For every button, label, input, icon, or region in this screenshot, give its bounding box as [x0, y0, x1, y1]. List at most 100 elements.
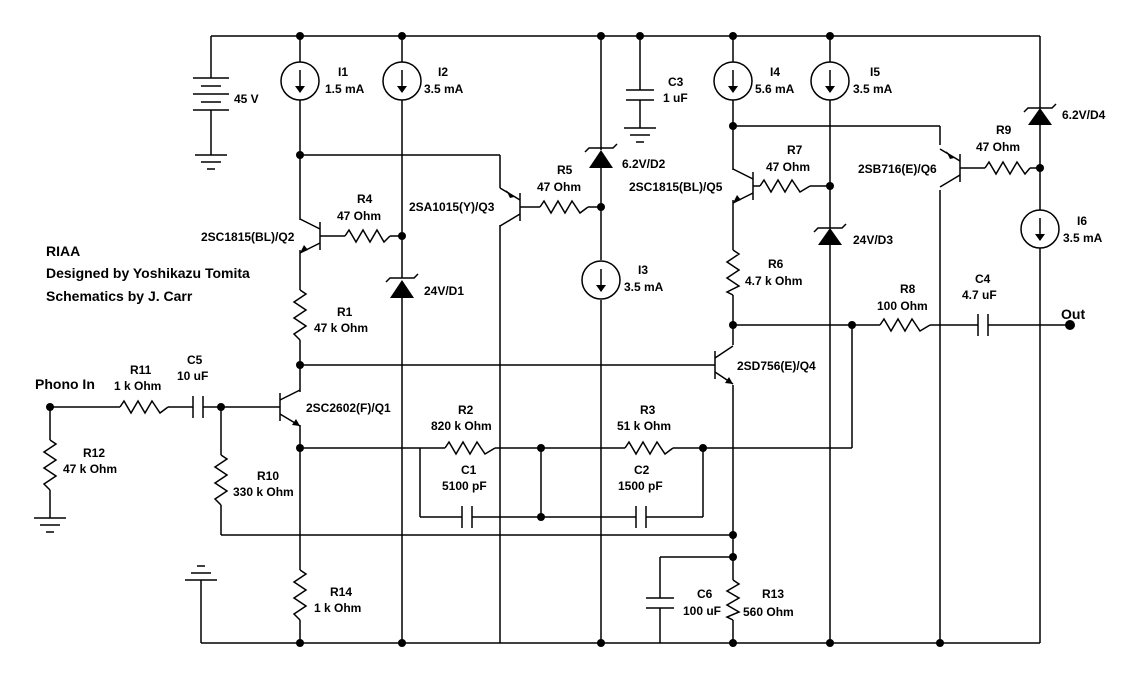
zener-d2: [584, 143, 618, 168]
battery-symbol: [193, 77, 229, 170]
resistor-r2: [444, 440, 496, 456]
r6-name: R6: [768, 257, 784, 271]
r10-name: R10: [257, 469, 279, 483]
r12-value: 47 k Ohm: [63, 462, 117, 476]
r11-value: 1 k Ohm: [114, 379, 161, 393]
d1-label: 24V/D1: [424, 284, 464, 298]
i1-value: 1.5 mA: [325, 82, 365, 96]
capacitor-c6: [646, 597, 674, 609]
transistor-q6: [939, 148, 961, 188]
phono-in-label: Phono In: [35, 376, 95, 392]
resistor-r5: [539, 199, 589, 215]
c3-name: C3: [668, 75, 684, 89]
i4-name: I4: [770, 65, 780, 79]
battery-label: 45 V: [234, 92, 259, 106]
zener-d4: [1023, 103, 1057, 125]
c5-name: C5: [187, 353, 203, 367]
r2-name: R2: [458, 403, 474, 417]
c6-name: C6: [697, 587, 713, 601]
resistor-r3: [624, 440, 674, 456]
transistor-q4: [714, 345, 734, 385]
r9-name: R9: [996, 123, 1012, 137]
capacitor-c5: [192, 396, 204, 418]
r13-name: R13: [762, 587, 784, 601]
title-line-1: RIAA: [46, 243, 80, 259]
resistor-r14: [292, 569, 308, 621]
r4-name: R4: [357, 192, 373, 206]
r9-value: 47 Ohm: [976, 140, 1020, 154]
c4-value: 4.7 uF: [962, 288, 997, 302]
ground-input: [34, 517, 66, 533]
r8-name: R8: [900, 282, 916, 296]
r14-name: R14: [330, 585, 352, 599]
zener-d1: [385, 273, 419, 298]
i6-name: I6: [1077, 214, 1087, 228]
resistor-r7: [759, 178, 811, 194]
i3-name: I3: [638, 263, 648, 277]
out-label: Out: [1061, 306, 1085, 322]
r13-value: 560 Ohm: [743, 605, 794, 619]
resistor-r4: [344, 228, 391, 244]
c1-name: C1: [461, 463, 477, 477]
r3-name: R3: [640, 403, 656, 417]
c3-value: 1 uF: [663, 91, 688, 105]
i4-value: 5.6 mA: [755, 82, 795, 96]
r3-value: 51 k Ohm: [617, 419, 671, 433]
title-line-3: Schematics by J. Carr: [46, 288, 193, 304]
i5-value: 3.5 mA: [853, 82, 893, 96]
i3-value: 3.5 mA: [624, 280, 664, 294]
r10-value: 330 k Ohm: [233, 485, 294, 499]
i5-name: I5: [870, 65, 880, 79]
resistor-r1: [292, 289, 308, 341]
r11-name: R11: [130, 363, 152, 377]
i2-value: 3.5 mA: [424, 82, 464, 96]
r7-name: R7: [787, 143, 803, 157]
q3-label: 2SA1015(Y)/Q3: [409, 200, 495, 214]
wires: [49, 35, 1070, 644]
c2-value: 1500 pF: [618, 479, 663, 493]
junction-dots: [46, 32, 1075, 647]
resistor-r10: [213, 454, 229, 506]
r6-value: 4.7 k Ohm: [745, 274, 802, 288]
transistor-q1: [279, 389, 301, 427]
r4-value: 47 Ohm: [337, 209, 381, 223]
q6-label: 2SB716(E)/Q6: [858, 162, 937, 176]
capacitor-c3: [624, 89, 656, 143]
ground-bottom-left: [185, 565, 217, 581]
q1-label: 2SC2602(F)/Q1: [306, 401, 391, 415]
c2-name: C2: [634, 463, 650, 477]
i1-name: I1: [338, 65, 348, 79]
c6-value: 100 uF: [683, 604, 721, 618]
transistor-q2: [299, 218, 321, 254]
current-source-i5: [810, 61, 850, 101]
r8-value: 100 Ohm: [877, 299, 928, 313]
resistor-r11: [119, 399, 169, 415]
c4-name: C4: [975, 272, 991, 286]
zener-d3: [813, 223, 847, 245]
r5-name: R5: [557, 163, 573, 177]
transistor-q3: [499, 175, 521, 227]
current-source-i1: [280, 61, 320, 101]
q2-label: 2SC1815(BL)/Q2: [201, 230, 295, 244]
transistor-q5: [732, 168, 754, 204]
resistor-r13: [725, 579, 741, 621]
current-source-i2: [382, 61, 422, 101]
d3-label: 24V/D3: [853, 233, 893, 247]
r14-value: 1 k Ohm: [314, 601, 361, 615]
r1-name: R1: [337, 305, 353, 319]
r5-value: 47 Ohm: [537, 180, 581, 194]
current-source-i6: [1020, 209, 1060, 249]
d2-label: 6.2V/D2: [622, 157, 666, 171]
q5-label: 2SC1815(BL)/Q5: [629, 180, 723, 194]
r7-value: 47 Ohm: [766, 160, 810, 174]
c5-value: 10 uF: [177, 369, 208, 383]
capacitor-c4: [977, 314, 989, 336]
capacitor-c1: [461, 506, 473, 528]
capacitor-c2: [635, 506, 647, 528]
i6-value: 3.5 mA: [1063, 231, 1103, 245]
r12-name: R12: [83, 446, 105, 460]
i2-name: I2: [438, 65, 448, 79]
current-source-i4: [713, 61, 753, 101]
resistor-r8: [879, 317, 931, 333]
